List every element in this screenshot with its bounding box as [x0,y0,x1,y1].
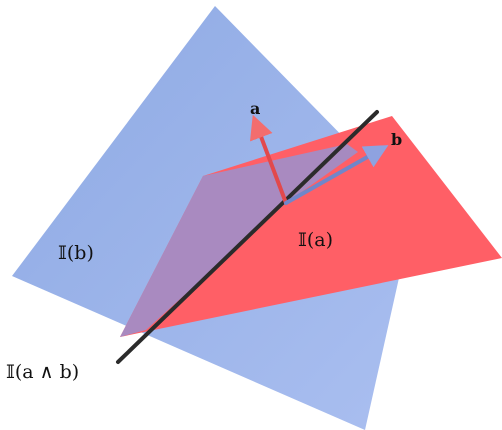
label-vector-a: a [250,99,260,118]
label-vector-b: b [391,130,402,149]
plane-a [120,116,502,337]
intersection-line [116,110,379,364]
plane-overlap-upper [286,144,358,203]
plane-overlap [120,144,347,337]
label-plane-a: 𝕀(a) [298,229,333,251]
label-intersection-line: 𝕀(a ∧ b) [6,361,79,383]
vector-b [284,145,389,205]
vector-a [249,114,288,205]
label-plane-b: 𝕀(b) [58,242,94,264]
